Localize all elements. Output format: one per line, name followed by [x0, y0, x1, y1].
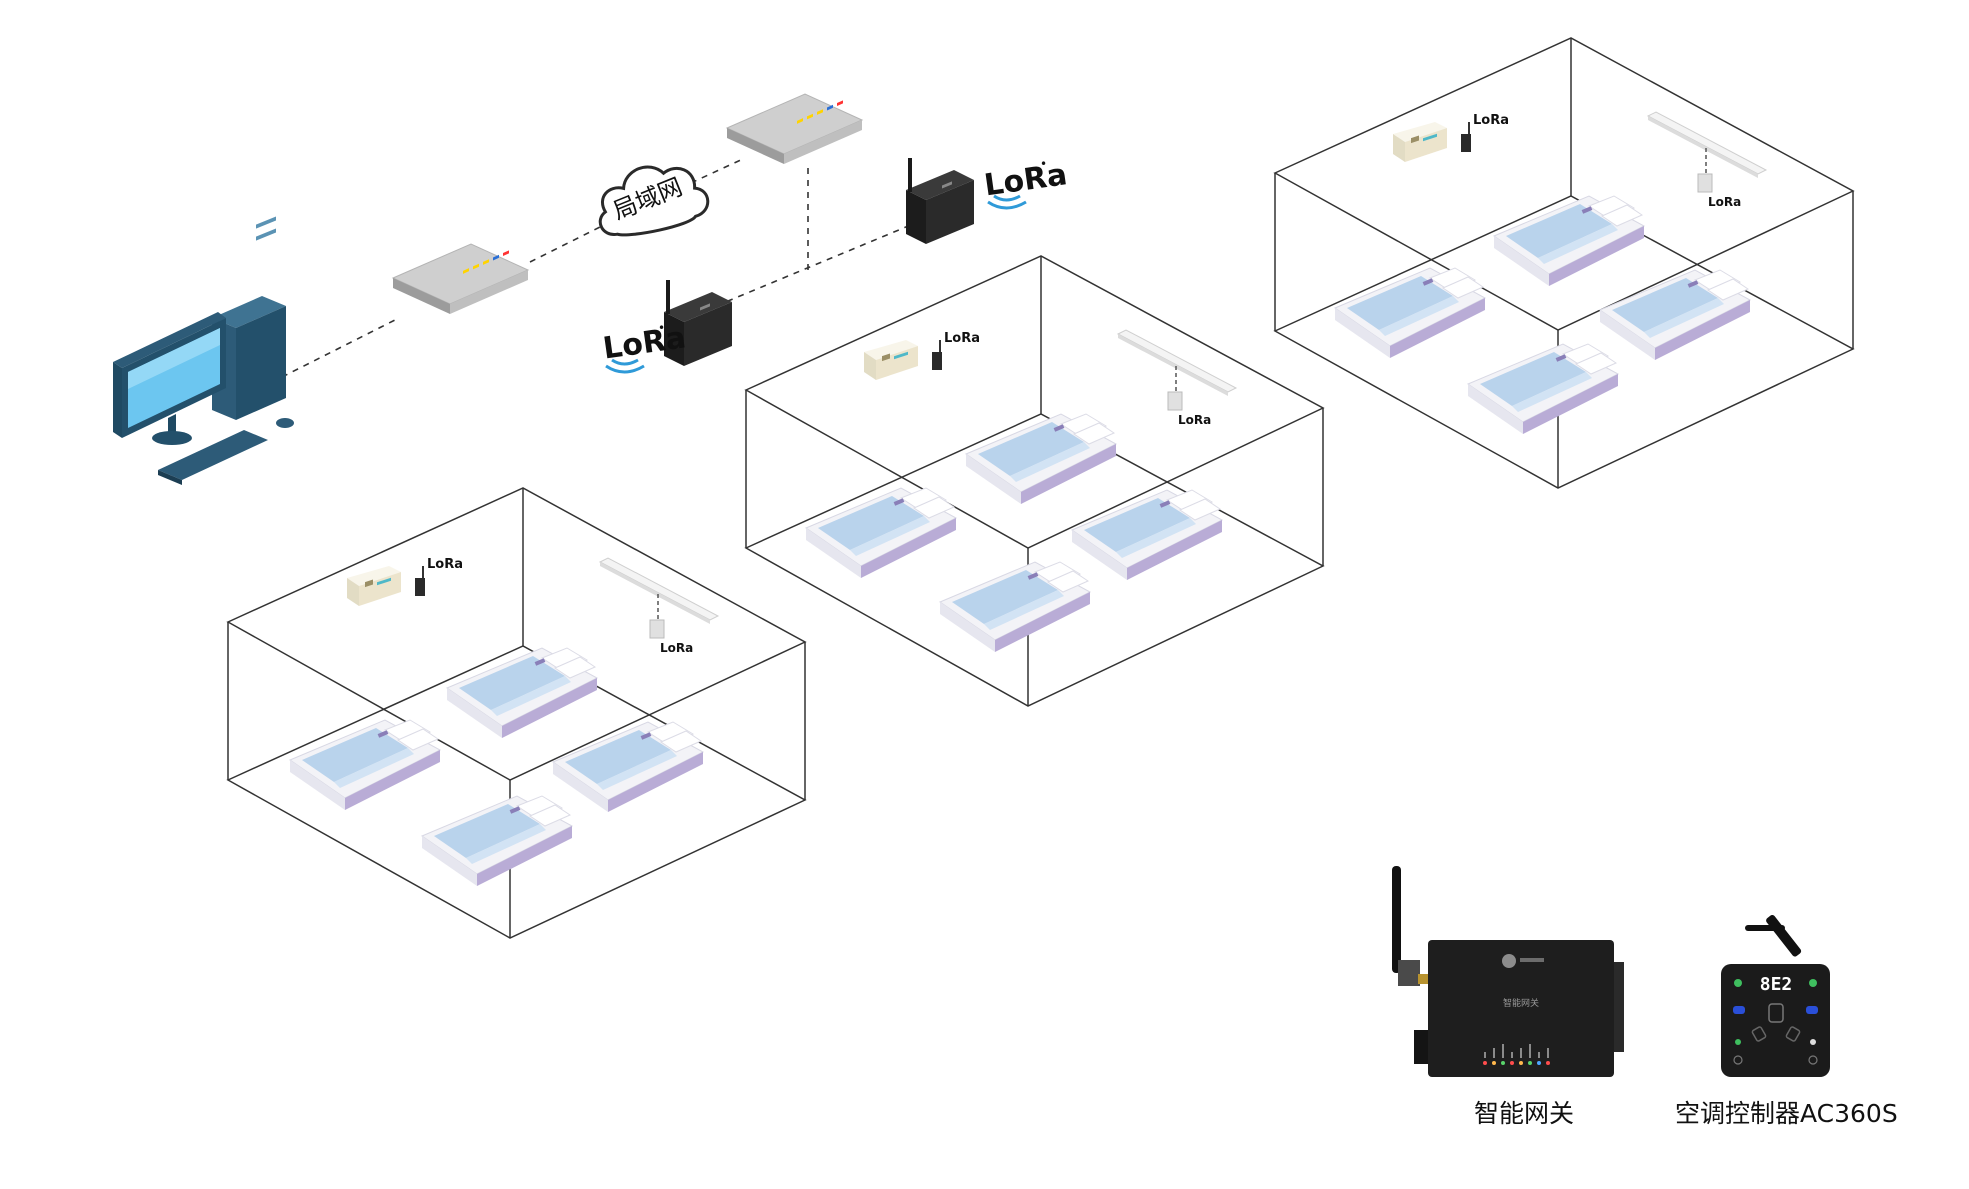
- ac-display: 8E2: [1760, 974, 1793, 995]
- gateway-led-bar: [1547, 1048, 1549, 1058]
- ac-indoor-unit-icon: [346, 565, 426, 607]
- gateway-led-bar: [1520, 1048, 1522, 1058]
- bed-icon: [1599, 269, 1751, 361]
- gateway-logo-icon: [1502, 954, 1516, 968]
- ac-controller-caption: 空调控制器AC360S: [1675, 1099, 1898, 1128]
- light-sensor-icon: [599, 557, 719, 639]
- lora-logo-left: LoRa •: [601, 320, 688, 374]
- lora-mark-left: •: [658, 321, 665, 335]
- lora-label-room-right-sensor: LoRa: [1708, 195, 1741, 209]
- router-to-cloud-link: [529, 221, 611, 263]
- gateway-led: [1483, 1061, 1487, 1065]
- lora-gateway-bus-link: [715, 221, 919, 307]
- gateway-led: [1528, 1061, 1532, 1065]
- bed-icon: [421, 795, 573, 887]
- bed-icon: [805, 487, 957, 579]
- gateway-led-bar: [1493, 1048, 1495, 1058]
- gateway-led: [1537, 1061, 1541, 1065]
- lora-mark-right: •: [1040, 157, 1047, 171]
- gateway-led: [1501, 1061, 1505, 1065]
- bed-icon: [289, 719, 441, 811]
- computer-icon: [113, 216, 294, 485]
- pc-to-router-link: [281, 319, 396, 378]
- bed-icon: [1334, 267, 1486, 359]
- light-sensor-icon: [1117, 329, 1237, 411]
- gateway-led: [1492, 1061, 1496, 1065]
- gateway-led: [1519, 1061, 1523, 1065]
- room-right: LoRa LoRa: [1273, 37, 1855, 489]
- gateway-led-bar: [1538, 1052, 1540, 1058]
- lora-label-room-middle-sensor: LoRa: [1178, 413, 1211, 427]
- gateway-led-bar: [1529, 1044, 1531, 1058]
- ac-controller-product: 8E2: [1721, 915, 1830, 1077]
- lora-gateway-right-icon: [904, 156, 976, 246]
- router-icon: [392, 243, 529, 315]
- bed-icon: [965, 413, 1117, 505]
- gateway-led-bar: [1502, 1044, 1504, 1058]
- bed-icon: [1071, 489, 1223, 581]
- lora-label-room-middle-ac: LoRa: [944, 331, 980, 346]
- gateway-led-bar: [1511, 1052, 1513, 1058]
- gateway-caption: 智能网关: [1474, 1099, 1575, 1128]
- lan-cloud: 局域网: [598, 165, 710, 237]
- light-sensor-icon: [1647, 111, 1767, 193]
- gateway-led-bar: [1484, 1052, 1486, 1058]
- gateway-panel-text: 智能网关: [1503, 997, 1539, 1009]
- gateway-led: [1510, 1061, 1514, 1065]
- lora-logo-right: LoRa •: [982, 157, 1069, 210]
- bed-icon: [1467, 343, 1619, 435]
- smart-gateway-product: 智能网关: [1392, 866, 1624, 1077]
- lora-label-room-left-sensor: LoRa: [660, 641, 693, 655]
- bed-icon: [939, 561, 1091, 653]
- gateway-led: [1546, 1061, 1550, 1065]
- switch-icon: [726, 93, 863, 165]
- ac-indoor-unit-icon: [1392, 121, 1472, 163]
- lora-label-room-right-ac: LoRa: [1473, 113, 1509, 128]
- bed-icon: [446, 647, 598, 739]
- network-links: [281, 157, 919, 378]
- lora-label-room-left-ac: LoRa: [427, 557, 463, 572]
- ac-indoor-unit-icon: [863, 339, 943, 381]
- bed-icon: [1493, 195, 1645, 287]
- room-middle: LoRa LoRa: [744, 255, 1325, 707]
- room-left: LoRa LoRa: [226, 487, 807, 939]
- bed-icon: [552, 721, 704, 813]
- gateway-led-row: [1483, 1044, 1550, 1065]
